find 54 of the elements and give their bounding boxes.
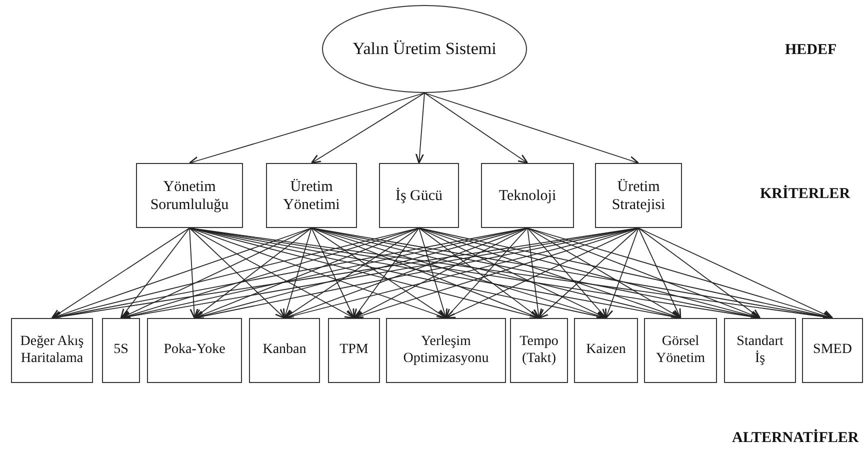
arrow <box>605 228 639 319</box>
alternative-box: Kaizen <box>574 318 638 383</box>
arrow <box>51 228 190 319</box>
alternative-box: Tempo (Takt) <box>510 318 568 383</box>
arrow <box>527 228 682 319</box>
level-label: HEDEF <box>785 42 837 59</box>
alternative-box: 5S <box>102 318 140 383</box>
criterion-box: Teknoloji <box>481 163 574 228</box>
arrow <box>353 228 420 319</box>
arrow <box>353 228 528 319</box>
arrow <box>638 228 682 319</box>
arrow <box>51 228 312 320</box>
arrow <box>527 228 761 319</box>
alternative-box: Yerleşim Optimizasyonu <box>386 318 506 383</box>
arrow <box>418 228 448 319</box>
arrow <box>527 228 542 319</box>
criterion-box: Üretim Yönetimi <box>266 163 357 228</box>
arrow <box>311 228 355 319</box>
criterion-box: İş Gücü <box>379 163 459 228</box>
arrow <box>638 228 761 319</box>
goal-ellipse: Yalın Üretim Sistemi <box>322 5 527 93</box>
alternative-box: Kanban <box>249 318 320 383</box>
criterion-box: Yönetim Sorumluluğu <box>136 163 243 228</box>
arrow <box>188 92 425 165</box>
arrow <box>194 228 312 319</box>
level-label: KRİTERLER <box>760 186 850 203</box>
alternative-box: Değer Akış Haritalama <box>11 318 93 383</box>
arrow <box>445 228 528 319</box>
arrow <box>120 228 190 319</box>
arrow <box>189 228 198 319</box>
arrow <box>424 92 528 164</box>
arrow <box>527 228 607 319</box>
alternative-box: TPM <box>328 318 380 383</box>
arrow <box>311 228 447 319</box>
arrow <box>120 228 312 319</box>
alternative-box: SMED <box>802 318 863 383</box>
alternative-box: Poka-Yoke <box>147 318 242 383</box>
arrow <box>284 228 420 319</box>
arrow <box>424 92 640 164</box>
arrow <box>418 228 607 319</box>
arrow <box>418 228 540 319</box>
arrow <box>189 228 286 319</box>
arrow <box>538 228 639 319</box>
arrow <box>415 92 425 164</box>
alternative-box: Standart İş <box>724 318 796 383</box>
alternative-box: Görsel Yönetim <box>644 318 717 383</box>
arrow <box>311 228 540 319</box>
level-label: ALTERNATİFLER <box>732 430 859 447</box>
arrow <box>282 228 312 319</box>
arrow <box>445 228 639 319</box>
criterion-box: Üretim Stratejisi <box>595 163 682 228</box>
arrow <box>310 92 425 164</box>
arrow <box>638 228 834 319</box>
arrow <box>189 228 355 319</box>
